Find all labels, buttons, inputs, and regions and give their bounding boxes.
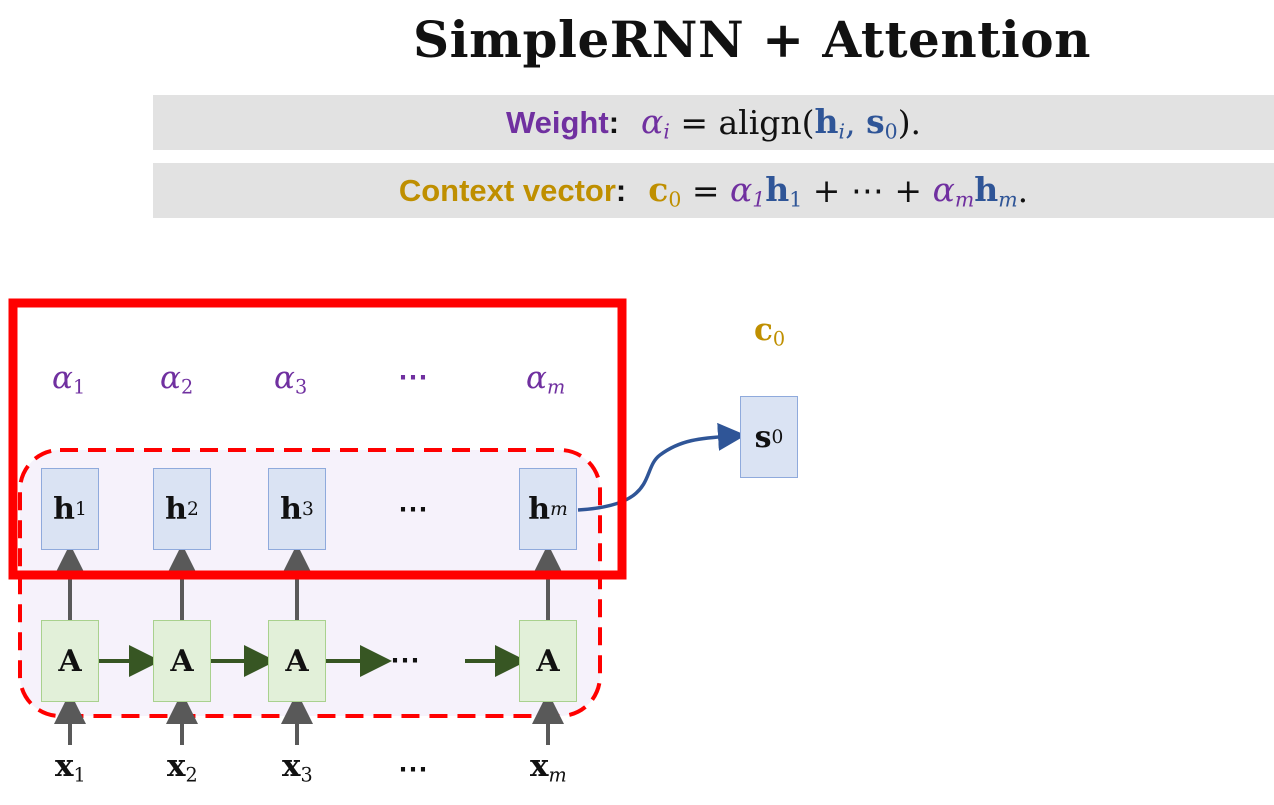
alpha-i: αi (641, 101, 670, 144)
rnn-cell-1: A (41, 620, 99, 702)
c-0: c0 (648, 169, 682, 212)
rnn-cell-2: A (153, 620, 211, 702)
attention-highlight-box (8, 298, 627, 580)
context-label: Context vector (398, 172, 616, 208)
weight-formula-bar: Weight: αi = align( hi , s0 ). (153, 95, 1274, 150)
alpha-3: α3 (274, 360, 308, 399)
input-x3: x3 (282, 748, 313, 787)
context-formula-bar: Context vector: c0 = α1 h1 + ⋯ + αm hm . (153, 163, 1274, 218)
s-0: s0 (866, 101, 898, 144)
rnn-cell-m: A (519, 620, 577, 702)
input-x1: x1 (55, 748, 86, 787)
alpha-2: α2 (160, 360, 194, 399)
context-vector-c0: c0 (754, 312, 786, 351)
alpha-1: α1 (52, 360, 86, 399)
input-x2: x2 (167, 748, 198, 787)
alpha-ellipsis: ⋯ (398, 360, 430, 395)
weight-label: Weight (505, 104, 609, 140)
input-ellipsis: ⋯ (398, 752, 430, 787)
rnn-cell-3: A (268, 620, 326, 702)
alpha-m: αm (526, 360, 566, 399)
h-i: hi (814, 101, 846, 144)
cell-ellipsis: ⋯ (390, 643, 422, 678)
hidden-ellipsis: ⋯ (398, 492, 430, 527)
slide-title: SimpleRNN + Attention (412, 10, 1091, 69)
input-xm: xm (530, 748, 567, 787)
